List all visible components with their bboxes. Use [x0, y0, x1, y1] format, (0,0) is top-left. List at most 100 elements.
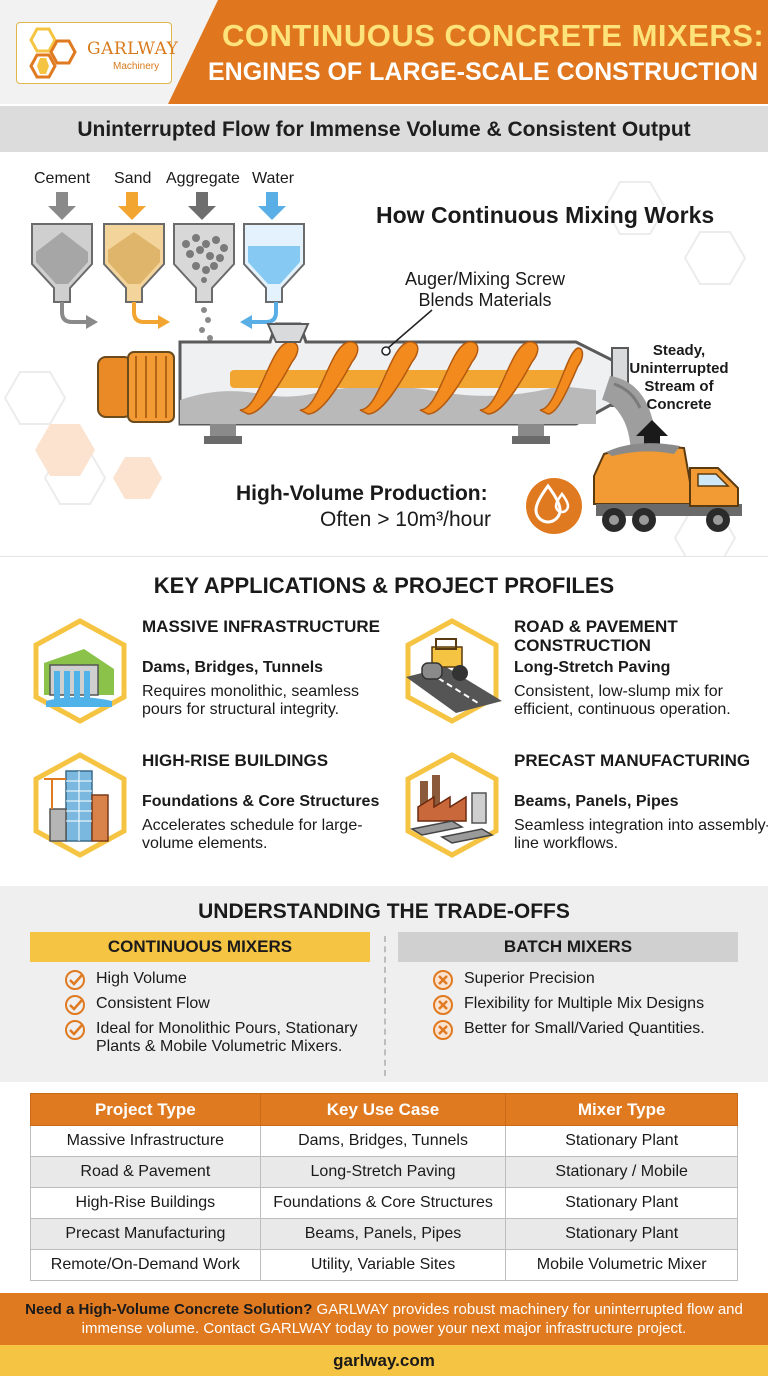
- page-subtitle: Uninterrupted Flow for Immense Volume & …: [77, 118, 691, 141]
- application-description: Consistent, low-slump mix for efficient,…: [514, 683, 731, 718]
- process-illustration: [3, 181, 747, 556]
- table-row: Road & Pavement Long-Stretch Paving Stat…: [30, 1156, 738, 1188]
- header: GARLWAY Machinery CONTINUOUS CONCRETE MI…: [0, 0, 768, 104]
- table-cell: Stationary Plant: [505, 1218, 738, 1250]
- call-to-action-text: Need a High-Volume Concrete Solution? GA…: [24, 1300, 744, 1338]
- material-label-sand: Sand: [114, 170, 152, 187]
- production-value: Often > 10m³/hour: [320, 508, 492, 531]
- check-circle-icon: [65, 1020, 85, 1040]
- table-cell: High-Rise Buildings: [30, 1187, 261, 1219]
- column-header: Key Use Case: [259, 1093, 507, 1126]
- table-cell: Road & Pavement: [30, 1156, 261, 1188]
- application-name: MASSIVE INFRASTRUCTURE: [142, 617, 381, 636]
- table-header-row: Project Type Key Use Case Mixer Type: [30, 1093, 738, 1126]
- list-item: Consistent Flow: [62, 995, 362, 1015]
- logo[interactable]: GARLWAY Machinery: [16, 22, 178, 84]
- tradeoffs-section: UNDERSTANDING THE TRADE-OFFS CONTINUOUS …: [0, 886, 768, 1082]
- comparison-table: Project Type Key Use Case Mixer Type Mas…: [30, 1093, 738, 1281]
- column-divider: [384, 936, 386, 1076]
- dump-truck-icon: [593, 443, 742, 532]
- table-cell: Foundations & Core Structures: [259, 1187, 507, 1219]
- list-item: Superior Precision: [430, 970, 730, 990]
- application-card-road: ROAD & PAVEMENT CONSTRUCTION Long-Stretc…: [402, 617, 768, 737]
- subtitle-bar: Uninterrupted Flow for Immense Volume & …: [0, 106, 768, 152]
- application-card-infrastructure: MASSIVE INFRASTRUCTURE Dams, Bridges, Tu…: [30, 617, 400, 737]
- road-roller-icon: [405, 618, 502, 724]
- stream-label: Steady, Uninterrupted Stream of Concrete: [629, 342, 729, 413]
- aggregate-hopper: [173, 223, 235, 303]
- application-name: ROAD & PAVEMENT CONSTRUCTION: [514, 617, 678, 655]
- x-circle-icon: [433, 1020, 453, 1040]
- tradeoffs-title: UNDERSTANDING THE TRADE-OFFS: [198, 900, 570, 923]
- logo-subtitle: Machinery: [113, 61, 160, 72]
- application-description: Seamless integration into assembly-line …: [514, 817, 768, 852]
- check-circle-icon: [65, 970, 85, 990]
- table-cell: Precast Manufacturing: [30, 1218, 261, 1250]
- header-orange-band: [168, 0, 768, 104]
- website-link[interactable]: garlway.com: [333, 1351, 435, 1370]
- application-description: Accelerates schedule for large-volume el…: [142, 817, 363, 852]
- page-title-line1: CONTINUOUS CONCRETE MIXERS:: [222, 18, 765, 53]
- droplet-circle-icon: [526, 478, 582, 534]
- logo-name: GARLWAY: [87, 39, 179, 59]
- continuous-mixers-header: CONTINUOUS MIXERS: [30, 932, 370, 962]
- cement-hopper: [31, 223, 93, 303]
- material-label-water: Water: [252, 170, 295, 187]
- water-hopper: [243, 223, 305, 303]
- application-name: PRECAST MANUFACTURING: [514, 751, 751, 770]
- application-name: HIGH-RISE BUILDINGS: [142, 751, 329, 770]
- column-header: Mixer Type: [505, 1093, 738, 1126]
- process-section: Cement Sand Aggregate Water How Continuo…: [0, 152, 768, 556]
- url-bar: garlway.com: [0, 1345, 768, 1376]
- list-item: Flexibility for Multiple Mix Designs: [430, 995, 730, 1015]
- table-cell: Long-Stretch Paving: [259, 1156, 507, 1188]
- call-to-action-bar: Need a High-Volume Concrete Solution? GA…: [0, 1293, 768, 1345]
- table-cell: Stationary Plant: [505, 1125, 738, 1157]
- table-cell: Stationary Plant: [505, 1187, 738, 1219]
- page-title-line2: ENGINES OF LARGE-SCALE CONSTRUCTION: [208, 58, 759, 86]
- application-card-precast: PRECAST MANUFACTURING Beams, Panels, Pip…: [402, 751, 768, 871]
- check-circle-icon: [65, 995, 85, 1015]
- material-label-aggregate: Aggregate: [166, 170, 240, 187]
- skyscraper-icon: [33, 752, 127, 858]
- sand-hopper: [103, 223, 165, 303]
- applications-section: KEY APPLICATIONS & PROJECT PROFILES MASS…: [0, 556, 768, 886]
- table-row: Remote/On-Demand Work Utility, Variable …: [30, 1249, 738, 1281]
- column-header: Project Type: [30, 1093, 261, 1126]
- application-subtitle: Beams, Panels, Pipes: [514, 793, 679, 810]
- factory-icon: [405, 752, 499, 858]
- process-title: How Continuous Mixing Works: [376, 202, 715, 228]
- cta-headline: Need a High-Volume Concrete Solution?: [25, 1301, 313, 1318]
- table-cell: Stationary / Mobile: [505, 1156, 738, 1188]
- cta-body: GARLWAY provides robust machinery for un…: [81, 1301, 743, 1337]
- applications-title: KEY APPLICATIONS & PROJECT PROFILES: [153, 573, 615, 598]
- hexagon-logo-icon: [29, 27, 77, 79]
- table-row: Precast Manufacturing Beams, Panels, Pip…: [30, 1218, 738, 1250]
- list-item: Ideal for Monolithic Pours, Stationary P…: [62, 1020, 362, 1056]
- auger-label: Auger/Mixing Screw Blends Materials: [404, 269, 566, 310]
- list-item: Better for Small/Varied Quantities.: [430, 1020, 730, 1040]
- motor: [97, 351, 175, 423]
- table-row: High-Rise Buildings Foundations & Core S…: [30, 1187, 738, 1219]
- list-item: High Volume: [62, 970, 362, 990]
- table-row: Massive Infrastructure Dams, Bridges, Tu…: [30, 1125, 738, 1157]
- application-subtitle: Dams, Bridges, Tunnels: [142, 659, 324, 676]
- table-cell: Mobile Volumetric Mixer: [505, 1249, 738, 1281]
- table-cell: Utility, Variable Sites: [259, 1249, 507, 1281]
- input-arrows: [48, 192, 286, 220]
- application-description: Requires monolithic, seamless pours for …: [142, 683, 359, 718]
- table-cell: Remote/On-Demand Work: [30, 1249, 261, 1281]
- x-circle-icon: [433, 970, 453, 990]
- material-label-cement: Cement: [34, 170, 91, 187]
- application-subtitle: Long-Stretch Paving: [514, 659, 671, 676]
- continuous-mixers-list: High Volume Consistent Flow Ideal for Mo…: [62, 970, 362, 1063]
- table-cell: Beams, Panels, Pipes: [259, 1218, 507, 1250]
- batch-mixers-header: BATCH MIXERS: [398, 932, 738, 962]
- table-cell: Dams, Bridges, Tunnels: [259, 1125, 507, 1157]
- application-subtitle: Foundations & Core Structures: [142, 793, 380, 810]
- dam-icon: [33, 618, 127, 724]
- production-label: High-Volume Production:: [236, 482, 488, 505]
- application-card-highrise: HIGH-RISE BUILDINGS Foundations & Core S…: [30, 751, 400, 871]
- table-cell: Massive Infrastructure: [30, 1125, 261, 1157]
- x-circle-icon: [433, 995, 453, 1015]
